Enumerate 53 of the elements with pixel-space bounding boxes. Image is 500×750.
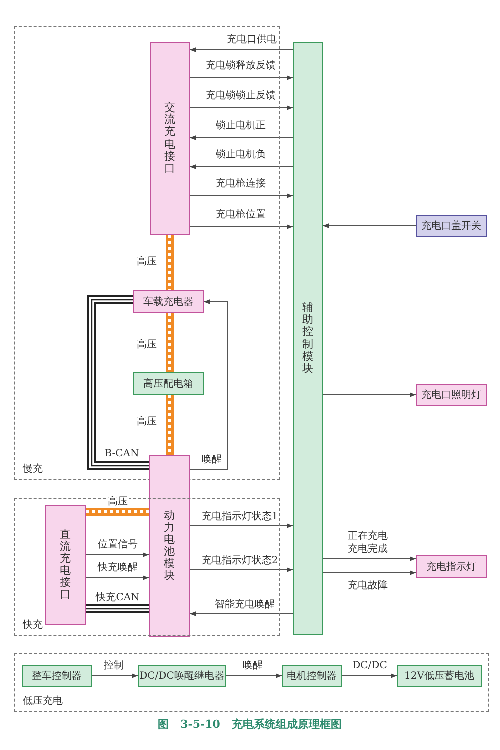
node-label: 充电口盖开关 bbox=[422, 220, 482, 233]
component-box bbox=[282, 665, 342, 687]
component-box bbox=[22, 665, 92, 687]
edge-label: 正在充电充电完成 bbox=[346, 530, 390, 556]
node-label: 充电指示灯 bbox=[426, 560, 476, 574]
node-label: 整车控制器 bbox=[32, 670, 82, 683]
edge-label: 位置信号 bbox=[97, 538, 139, 552]
edge-label: 充电故障 bbox=[347, 580, 389, 592]
edge-label: 锁止电机正 bbox=[215, 120, 267, 132]
edge-label: 锁止电机负 bbox=[215, 148, 267, 162]
edge-label: 充电锁释放反馈 bbox=[205, 60, 277, 72]
node-label: DC/DC唤醒继电器 bbox=[140, 670, 224, 683]
edge-label: 高压 bbox=[136, 338, 158, 352]
edge-label: 高压 bbox=[136, 416, 158, 428]
edge-label: 充电枪位置 bbox=[215, 208, 267, 222]
edge-label: 充电枪连接 bbox=[215, 178, 267, 190]
lamp-box bbox=[416, 384, 487, 406]
edge-label: 控制 bbox=[103, 660, 125, 672]
edge-label: 高压 bbox=[136, 256, 158, 268]
node-label: 12V低压蓄电池 bbox=[404, 670, 474, 683]
edge-label: 充电指示灯状态1 bbox=[200, 510, 280, 524]
component-box bbox=[397, 665, 482, 687]
node-label: 电机控制器 bbox=[287, 670, 337, 683]
node-label: 车载充电器 bbox=[144, 296, 194, 308]
component-box bbox=[133, 290, 204, 313]
edge-label: 唤醒 bbox=[242, 660, 264, 672]
node-label: 动力电池模块 bbox=[164, 510, 175, 582]
node-label: 辅助控制模块 bbox=[302, 302, 314, 375]
edge-label: 充电口供电 bbox=[226, 34, 278, 46]
interface-box bbox=[150, 42, 190, 235]
battery-module-box bbox=[149, 455, 190, 637]
edge-label: 高压 bbox=[107, 496, 129, 508]
lamp-box bbox=[416, 555, 487, 578]
component-box bbox=[133, 372, 204, 395]
component-box bbox=[138, 665, 226, 687]
node-label: 直流充电接口 bbox=[60, 528, 71, 602]
interface-box bbox=[45, 505, 86, 625]
edge-label: 充电锁锁止反馈 bbox=[205, 90, 277, 102]
edge-label: 快充CAN bbox=[95, 592, 141, 604]
edge-label: 唤醒 bbox=[201, 454, 223, 466]
figure-caption: 图 3-5-10 充电系统组成原理框图 bbox=[156, 717, 344, 732]
edge-label: 充电指示灯状态2 bbox=[200, 554, 280, 568]
node-label: 交流充电接口 bbox=[164, 102, 176, 175]
edge-label: DC/DC bbox=[352, 660, 388, 672]
edge-label: 智能充电唤醒 bbox=[214, 598, 276, 612]
region-label: 慢充 bbox=[23, 462, 43, 476]
edge-label: 快充唤醒 bbox=[97, 562, 139, 574]
region-label: 低压充电 bbox=[23, 694, 63, 708]
switch-box bbox=[416, 215, 487, 237]
node-label: 充电口照明灯 bbox=[422, 388, 482, 402]
node-label: 高压配电箱 bbox=[144, 378, 194, 390]
region-label: 快充 bbox=[23, 618, 43, 632]
controller-box bbox=[293, 42, 323, 635]
